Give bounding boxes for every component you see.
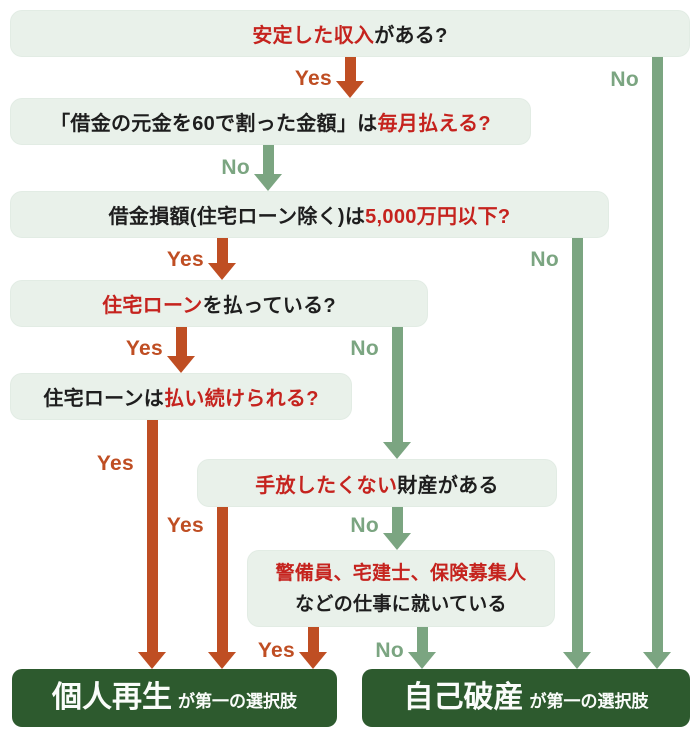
- question-text-emphasis: 毎月払える?: [377, 113, 491, 135]
- question-text-pre: 住宅ローンは: [43, 388, 165, 410]
- question-text-emphasis: 手放したくない: [255, 474, 398, 497]
- arrow-head-icon: [208, 652, 236, 669]
- question-text-emphasis: 払い続けられる?: [164, 388, 319, 410]
- question-text-post: を払っている?: [202, 295, 336, 317]
- question-monthly-payment: 「借金の元金を60で割った金額」は毎月払える?: [10, 98, 531, 145]
- question-stable-income: 安定した収入がある?: [10, 10, 690, 57]
- arrow-shaft: [216, 238, 228, 263]
- arrow-shaft: [175, 327, 187, 356]
- result-suffix-text: が第一の選択肢: [529, 692, 649, 711]
- arrow-q1-no: [643, 57, 671, 669]
- arrow-q3-yes: [208, 238, 236, 280]
- question-text-emphasis: 住宅ローン: [102, 295, 203, 317]
- label-q6-no: No: [350, 514, 379, 537]
- result-suffix-text: が第一の選択肢: [178, 692, 297, 711]
- arrow-shaft: [651, 57, 663, 652]
- arrow-q3-no: [563, 238, 591, 669]
- arrow-head-icon: [138, 652, 166, 669]
- arrow-shaft: [571, 238, 583, 652]
- label-q4-yes: Yes: [125, 337, 163, 360]
- arrow-q6-no: [383, 507, 411, 550]
- question-paying-mortgage: 住宅ローンを払っている?: [10, 280, 428, 327]
- arrow-head-icon: [208, 263, 236, 280]
- arrow-shaft: [344, 57, 356, 81]
- arrow-head-icon: [383, 533, 411, 550]
- arrow-q2-no: [254, 145, 282, 191]
- arrow-shaft: [146, 420, 158, 652]
- result-bankruptcy: 自己破産が第一の選択肢: [362, 669, 690, 727]
- question-text-pre: 「借金の元金を60で割った金額」は: [50, 113, 378, 135]
- arrow-q4-yes: [167, 327, 195, 373]
- label-q1-no: No: [610, 68, 639, 91]
- question-text-post: 財産がある: [397, 474, 499, 497]
- label-q5-yes: Yes: [96, 452, 134, 475]
- label-q3-no: No: [530, 248, 559, 271]
- arrow-head-icon: [254, 174, 282, 191]
- question-text-line1-emphasis: 警備員、宅建士、保険募集人: [275, 562, 527, 584]
- question-keep-paying-mortgage: 住宅ローンは払い続けられる?: [10, 373, 352, 420]
- question-text-line2: などの仕事に就いている: [295, 593, 507, 615]
- result-personal-rehabilitation: 個人再生が第一の選択肢: [12, 669, 337, 727]
- arrow-head-icon: [408, 652, 436, 669]
- arrow-q7-yes: [299, 627, 327, 669]
- label-q1-yes: Yes: [294, 67, 332, 90]
- arrow-head-icon: [643, 652, 671, 669]
- question-keep-assets: 手放したくない財産がある: [197, 459, 557, 507]
- label-q7-no: No: [375, 639, 404, 662]
- arrow-q6-yes: [208, 507, 236, 669]
- arrow-shaft: [307, 627, 319, 652]
- label-q7-yes: Yes: [257, 639, 295, 662]
- arrow-head-icon: [299, 652, 327, 669]
- question-text-emphasis: 5,000万円以下?: [365, 206, 511, 228]
- arrow-q7-no: [408, 627, 436, 669]
- arrow-shaft: [391, 507, 403, 533]
- arrow-head-icon: [167, 356, 195, 373]
- arrow-head-icon: [563, 652, 591, 669]
- question-text-post: がある?: [374, 25, 448, 47]
- question-text-emphasis: 安定した収入: [252, 25, 375, 47]
- arrow-shaft: [391, 327, 403, 442]
- label-q3-yes: Yes: [166, 248, 204, 271]
- label-q2-no: No: [221, 156, 250, 179]
- arrow-shaft: [416, 627, 428, 652]
- arrow-head-icon: [336, 81, 364, 98]
- question-text-pre: 借金損額(住宅ローン除く)は: [108, 206, 366, 228]
- result-main-text: 自己破産: [403, 681, 524, 714]
- label-q6-yes: Yes: [166, 514, 204, 537]
- arrow-head-icon: [383, 442, 411, 459]
- arrow-shaft: [262, 145, 274, 174]
- arrow-q5-yes: [138, 420, 166, 669]
- arrow-q4-no: [383, 327, 411, 459]
- label-q4-no: No: [350, 337, 379, 360]
- result-main-text: 個人再生: [52, 681, 172, 714]
- question-restricted-jobs: 警備員、宅建士、保険募集人 などの仕事に就いている: [247, 550, 555, 627]
- arrow-shaft: [216, 507, 228, 652]
- arrow-q1-yes: [336, 57, 364, 98]
